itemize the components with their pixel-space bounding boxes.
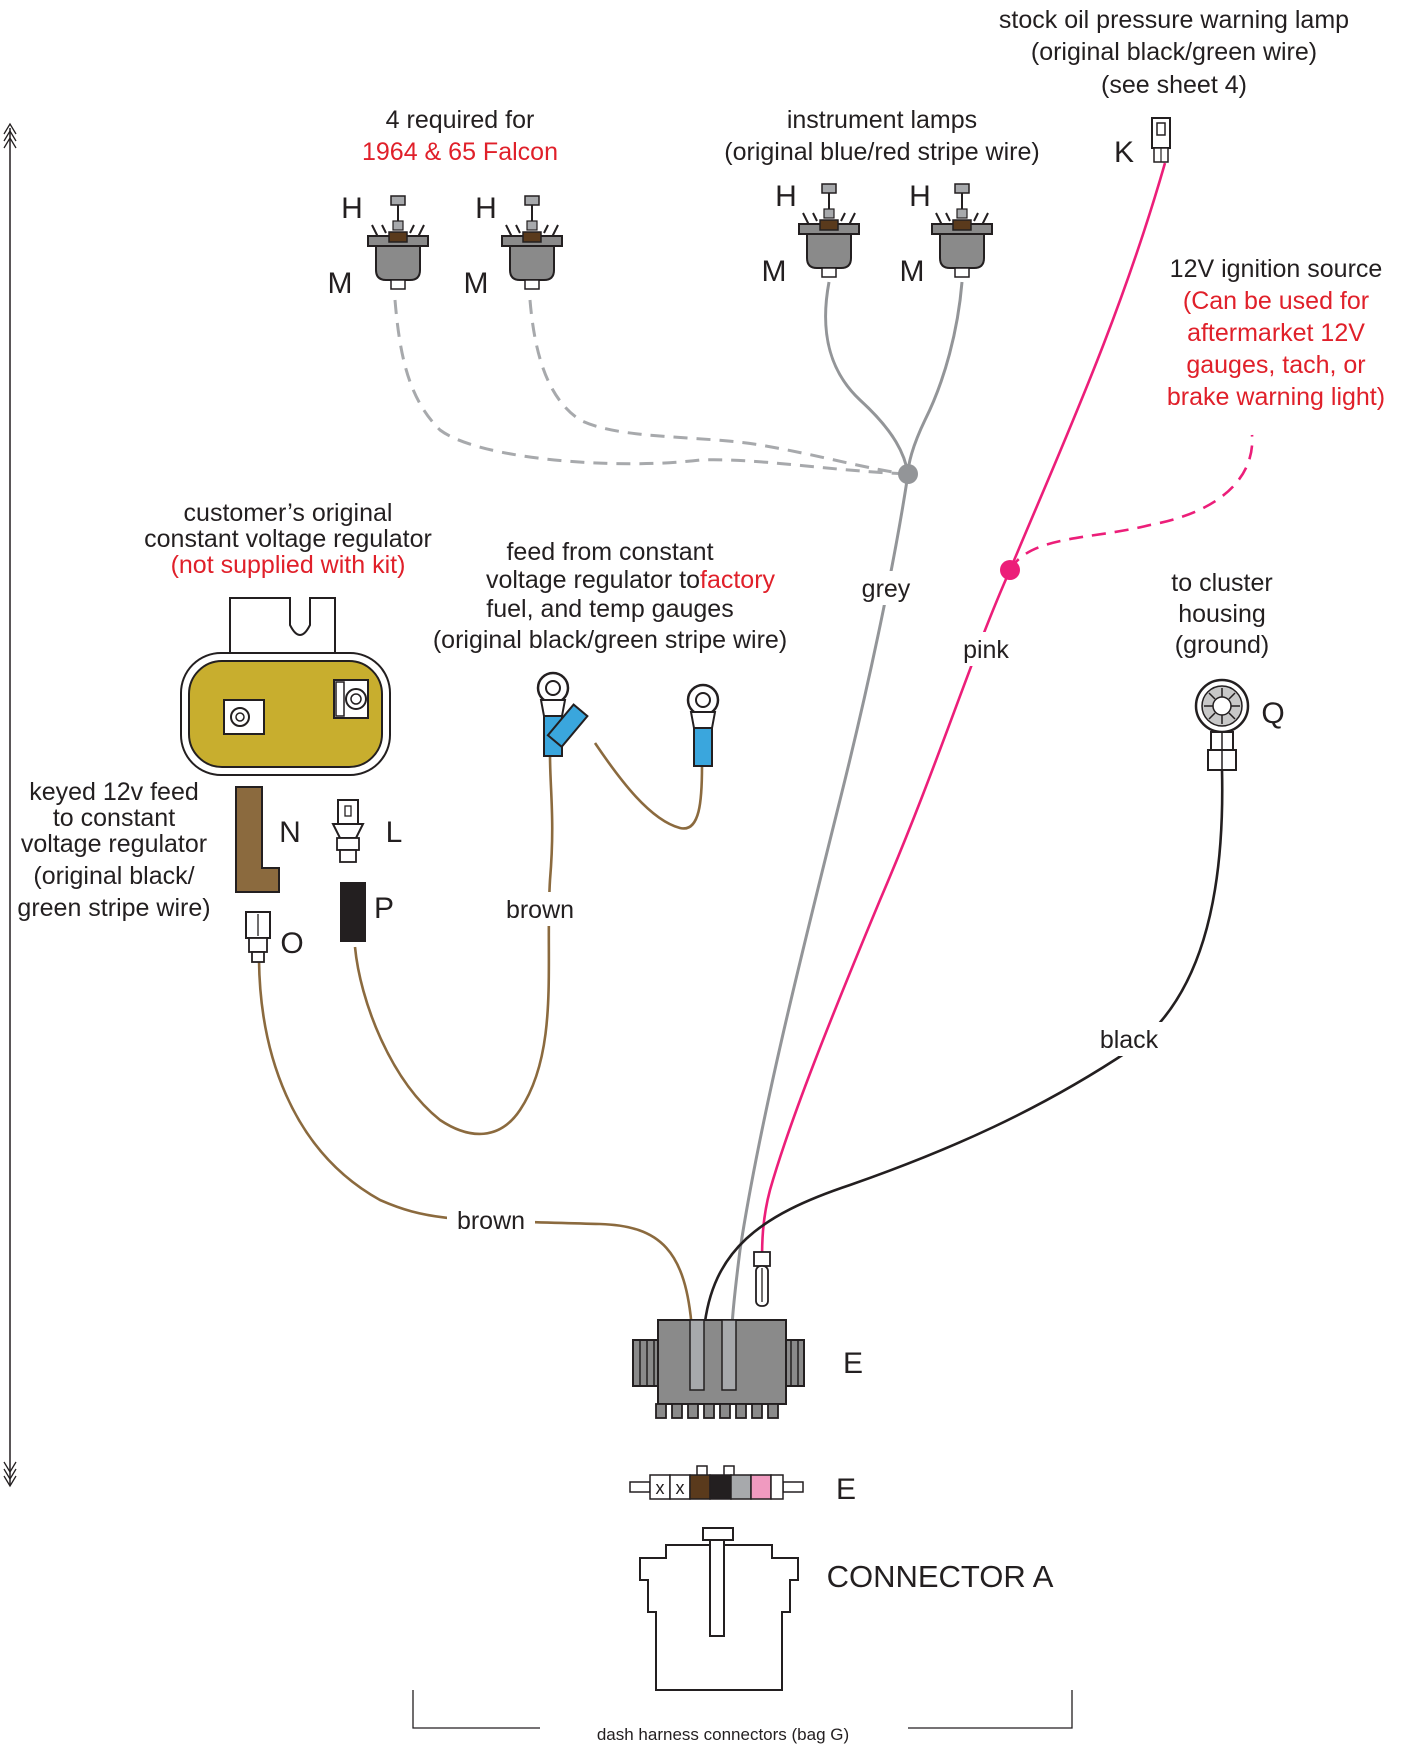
pin-4-black xyxy=(709,1474,732,1500)
lamp-socket-3 xyxy=(798,183,860,278)
bottom-caption: dash harness connectors (bag G) xyxy=(597,1725,849,1744)
svg-text:instrument lamps: instrument lamps xyxy=(787,106,977,134)
wire-label-brown-upper: brown xyxy=(506,896,574,924)
svg-text:stock oil pressure warning lam: stock oil pressure warning lamp xyxy=(999,6,1349,34)
wire-label-brown-lower: brown xyxy=(457,1207,525,1235)
svg-text:(original black/green wire): (original black/green wire) xyxy=(1031,38,1317,66)
connector-k-icon xyxy=(1151,117,1171,163)
label-m-4: M xyxy=(900,255,925,288)
svg-text:voltage regulator to: voltage regulator to xyxy=(486,566,700,594)
label-k: K xyxy=(1114,136,1134,169)
connector-o-icon xyxy=(245,911,271,963)
svg-text:keyed 12v feed: keyed 12v feed xyxy=(29,778,199,806)
wire-paths xyxy=(257,162,1254,1331)
pin-5-grey xyxy=(730,1474,752,1500)
svg-text:12V ignition source: 12V ignition source xyxy=(1170,255,1383,283)
label-e-lower: E xyxy=(836,1473,856,1506)
svg-text:(not supplied with kit): (not supplied with kit) xyxy=(171,551,406,579)
label-h-1: H xyxy=(341,192,363,225)
svg-text:green stripe wire): green stripe wire) xyxy=(17,894,210,922)
label-connector-a: CONNECTOR A xyxy=(827,1559,1054,1594)
svg-text:(original blue/red stripe wire: (original blue/red stripe wire) xyxy=(724,138,1039,166)
connector-n-icon xyxy=(235,786,280,893)
svg-text:feed from constant: feed from constant xyxy=(506,538,713,566)
note-ignition-source: 12V ignition source (Can be used for aft… xyxy=(1167,255,1385,411)
label-m-1: M xyxy=(328,267,353,300)
label-h-4: H xyxy=(909,180,931,213)
label-n: N xyxy=(279,816,301,849)
pin-3-brown xyxy=(689,1474,711,1500)
svg-text:factory: factory xyxy=(700,566,776,594)
svg-text:constant voltage regulator: constant voltage regulator xyxy=(144,525,432,553)
svg-text:to constant: to constant xyxy=(53,804,175,832)
ring-terminal-2-icon xyxy=(546,703,589,749)
voltage-regulator xyxy=(180,597,391,776)
svg-text:(ground): (ground) xyxy=(1175,631,1270,659)
svg-text:aftermarket 12V: aftermarket 12V xyxy=(1187,319,1365,347)
svg-text:(original black/: (original black/ xyxy=(33,862,194,890)
svg-text:gauges, tach, or: gauges, tach, or xyxy=(1186,351,1365,379)
svg-text:x: x xyxy=(656,1478,665,1498)
svg-text:customer’s original: customer’s original xyxy=(184,499,393,527)
svg-text:to cluster: to cluster xyxy=(1171,569,1272,597)
lamp-socket-1 xyxy=(367,195,429,290)
svg-text:fuel, and temp gauges: fuel, and temp gauges xyxy=(486,595,733,623)
connector-e-pinout: x x xyxy=(629,1465,804,1500)
pink-pin-terminal-icon xyxy=(753,1251,771,1307)
label-p: P xyxy=(374,892,394,925)
note-keyed-feed: keyed 12v feed to constant voltage regul… xyxy=(17,778,210,922)
svg-text:(Can be used for: (Can be used for xyxy=(1183,287,1369,315)
bottom-bracket xyxy=(412,1690,1073,1729)
connector-l-icon xyxy=(331,799,365,863)
label-m-2: M xyxy=(464,267,489,300)
label-h-2: H xyxy=(475,192,497,225)
note-falcon-required: 4 required for 1964 & 65 Falcon xyxy=(362,106,558,166)
svg-text:4 required for: 4 required for xyxy=(386,106,535,134)
svg-text:(see sheet 4): (see sheet 4) xyxy=(1101,71,1247,99)
note-instrument-lamps: instrument lamps (original blue/red stri… xyxy=(724,106,1039,166)
connector-p-icon xyxy=(340,882,366,942)
label-h-3: H xyxy=(775,180,797,213)
connector-e-body xyxy=(632,1319,805,1419)
note-feed: feed from constant voltage regulator to … xyxy=(433,538,787,654)
svg-text:brake warning light): brake warning light) xyxy=(1167,383,1385,411)
bulb-icon xyxy=(390,195,406,206)
connector-a-icon xyxy=(639,1527,799,1691)
wire-label-black: black xyxy=(1100,1026,1159,1054)
svg-text:voltage regulator: voltage regulator xyxy=(21,830,207,858)
pink-splice-dot xyxy=(1000,560,1020,580)
label-e-upper: E xyxy=(843,1347,863,1380)
ground-ring-q-icon xyxy=(1194,678,1250,771)
label-o: O xyxy=(280,927,303,960)
grey-splice-dot xyxy=(898,464,918,484)
lamp-socket-4 xyxy=(931,183,993,278)
label-q: Q xyxy=(1261,697,1284,730)
lamp-socket-2 xyxy=(501,195,563,290)
note-regulator: customer’s original constant voltage reg… xyxy=(144,499,432,579)
note-cluster-ground: to cluster housing (ground) xyxy=(1171,569,1272,659)
svg-text:housing: housing xyxy=(1178,600,1266,628)
label-l: L xyxy=(386,816,403,849)
wire-label-pink: pink xyxy=(963,636,1009,664)
svg-text:1964 & 65 Falcon: 1964 & 65 Falcon xyxy=(362,138,558,166)
ring-terminal-3-icon xyxy=(686,683,720,767)
pin-6-pink xyxy=(750,1474,772,1500)
svg-text:x: x xyxy=(676,1478,685,1498)
note-oil-lamp: stock oil pressure warning lamp (origina… xyxy=(999,6,1349,99)
dimension-line xyxy=(3,122,17,1488)
label-m-3: M xyxy=(762,255,787,288)
wire-label-grey: grey xyxy=(862,575,911,603)
svg-text:(original black/green stripe w: (original black/green stripe wire) xyxy=(433,626,787,654)
